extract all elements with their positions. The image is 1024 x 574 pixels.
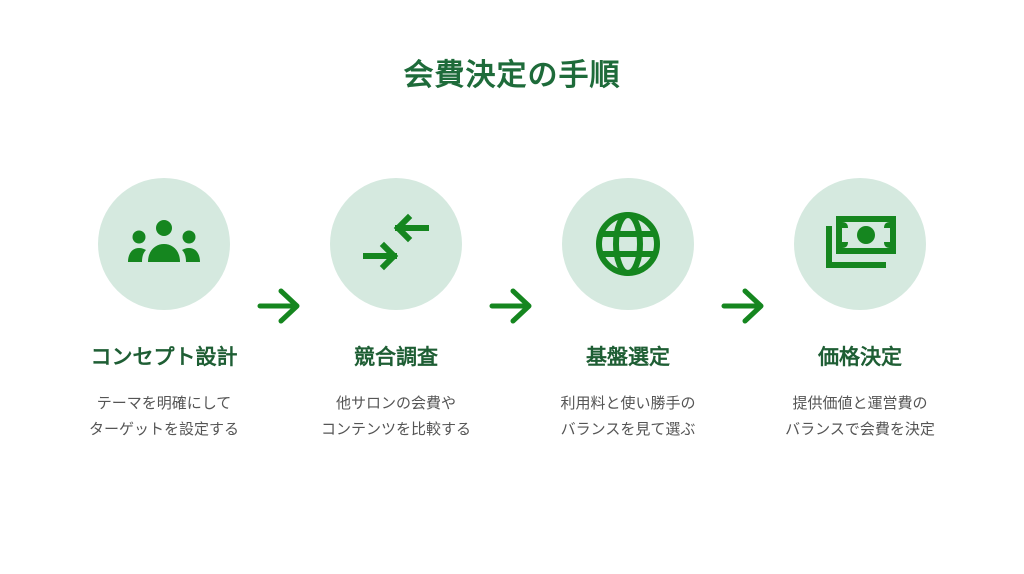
step-description-line: バランスを見て選ぶ: [560, 420, 696, 438]
step-description-line: 他サロンの会費や: [335, 394, 456, 412]
step-description-line: ターゲットを設定する: [88, 420, 239, 438]
step-title: コンセプト設計: [90, 345, 238, 369]
step-icon-circle: [330, 178, 462, 310]
step-concept: コンセプト設計 テーマを明確にして ターゲットを設定する: [48, 178, 280, 442]
step-title: 価格決定: [818, 345, 902, 369]
step-icon-circle: [98, 178, 230, 310]
step-description-line: 提供価値と運営費の: [792, 394, 928, 412]
arrow-right-icon: [721, 288, 764, 324]
step-description-line: コンテンツを比較する: [320, 420, 471, 438]
step-description-line: バランスで会費を決定: [785, 420, 935, 438]
step-description: 他サロンの会費や コンテンツを比較する: [280, 390, 512, 442]
compare-arrows-icon: [363, 213, 429, 271]
step-price-decision: 価格決定 提供価値と運営費の バランスで会費を決定: [744, 178, 976, 442]
step-icon-circle: [562, 178, 694, 310]
step-description: テーマを明確にして ターゲットを設定する: [48, 390, 280, 442]
page-title: 会費決定の手順: [403, 58, 621, 93]
globe-icon: [596, 212, 660, 276]
step-description-line: 利用料と使い勝手の: [560, 394, 696, 412]
step-icon-circle: [794, 178, 926, 310]
step-title: 競合調査: [354, 345, 438, 369]
money-icon: [826, 216, 896, 268]
step-description: 提供価値と運営費の バランスで会費を決定: [744, 390, 976, 442]
step-title: 基盤選定: [586, 345, 670, 369]
step-description: 利用料と使い勝手の バランスを見て選ぶ: [512, 390, 744, 442]
step-platform-selection: 基盤選定 利用料と使い勝手の バランスを見て選ぶ: [512, 178, 744, 442]
group-icon: [128, 220, 200, 262]
arrow-right-icon: [489, 288, 532, 324]
arrow-right-icon: [257, 288, 300, 324]
step-description-line: テーマを明確にして: [96, 394, 232, 412]
step-competitor-research: 競合調査 他サロンの会費や コンテンツを比較する: [280, 178, 512, 442]
